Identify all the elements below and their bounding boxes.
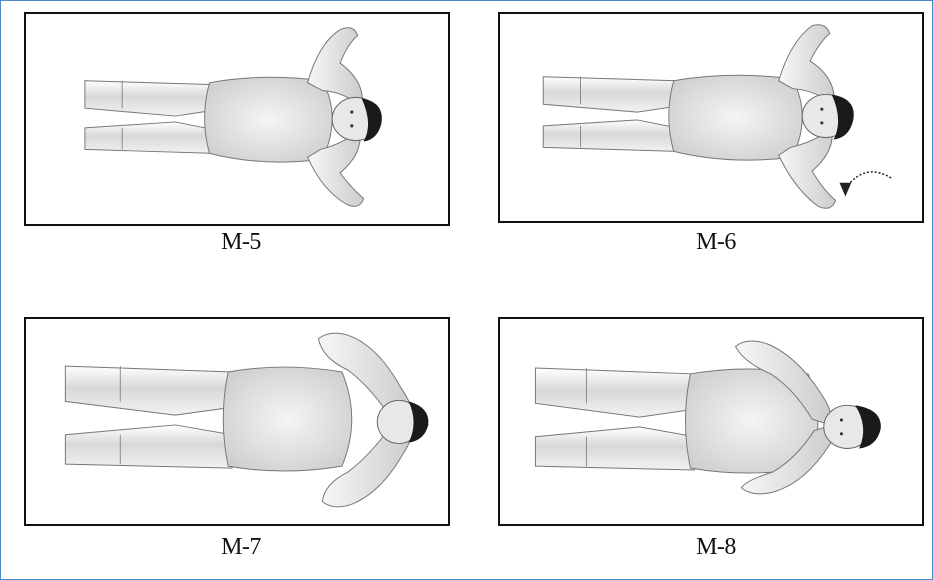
lying-body-hands-over-ears-figure <box>500 319 922 524</box>
lying-body-hands-behind-head-rotation-figure <box>500 14 922 221</box>
caption-m7: M-7 <box>201 534 281 561</box>
panel-m5 <box>24 12 450 226</box>
caption-m8: M-8 <box>676 534 756 561</box>
caption-m6: M-6 <box>676 229 756 256</box>
panel-m8 <box>498 317 924 526</box>
caption-m5: M-5 <box>201 229 281 256</box>
panel-m7 <box>24 317 450 526</box>
lying-body-hands-over-face-figure <box>26 319 448 524</box>
lying-body-hands-behind-head-figure <box>26 14 448 224</box>
panel-m6 <box>498 12 924 223</box>
